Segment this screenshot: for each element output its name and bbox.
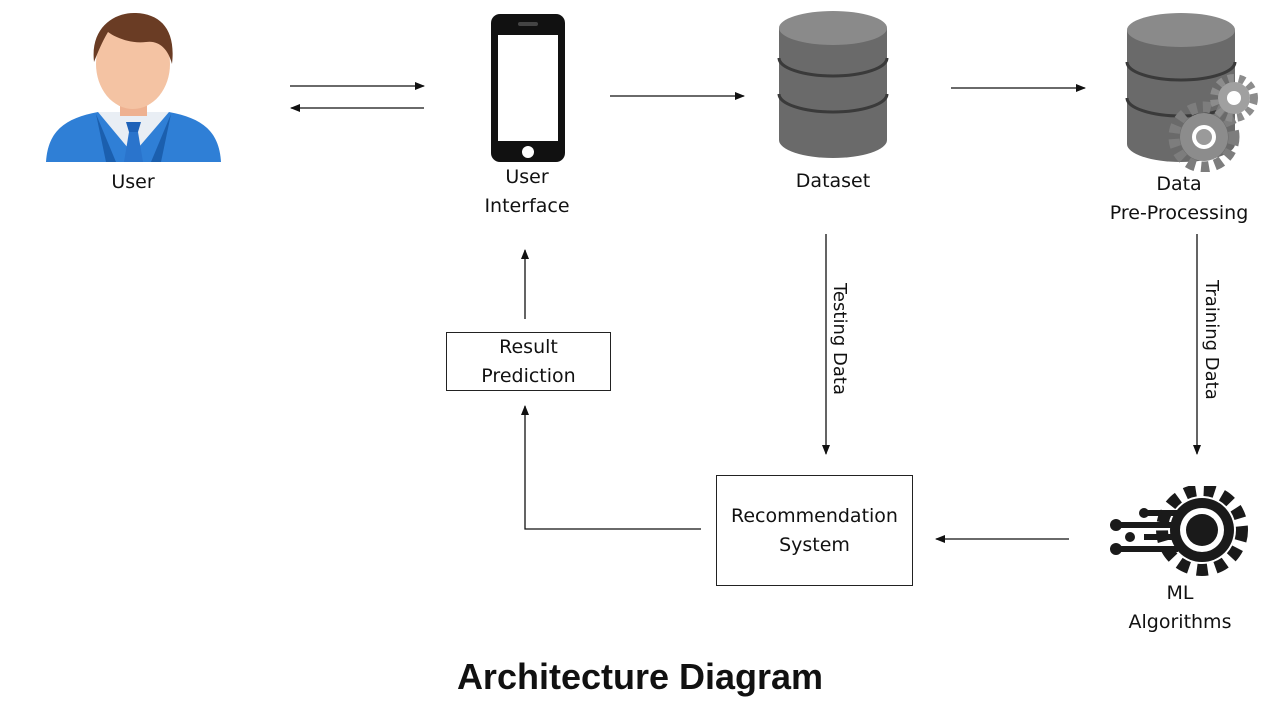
recommendation-system-line1: Recommendation: [731, 504, 898, 527]
user-avatar-icon: [46, 12, 221, 162]
smartphone-icon: [491, 14, 565, 162]
result-prediction-line1: Result: [499, 335, 558, 358]
arrow-recsys-to-result: [521, 405, 701, 530]
training-data-label: Training Data: [1201, 280, 1222, 400]
diagram-title: Architecture Diagram: [456, 656, 824, 697]
database-gears-icon: [1125, 13, 1258, 172]
circuit-gear-icon: [1110, 486, 1248, 576]
user-label: User: [111, 171, 155, 193]
result-prediction-box: Result Prediction: [446, 332, 611, 391]
user-interface-label: User Interface: [484, 166, 570, 217]
result-prediction-line2: Prediction: [481, 364, 576, 387]
ml-algorithms-label: ML Algorithms: [1128, 582, 1232, 633]
dataset-label: Dataset: [795, 170, 871, 192]
recommendation-system-box: Recommendation System: [716, 475, 913, 586]
database-icon: [777, 11, 889, 158]
testing-data-label: Testing Data: [829, 283, 850, 395]
recommendation-system-line2: System: [779, 533, 850, 556]
data-preprocessing-label: Data Pre-Processing: [1109, 173, 1249, 224]
